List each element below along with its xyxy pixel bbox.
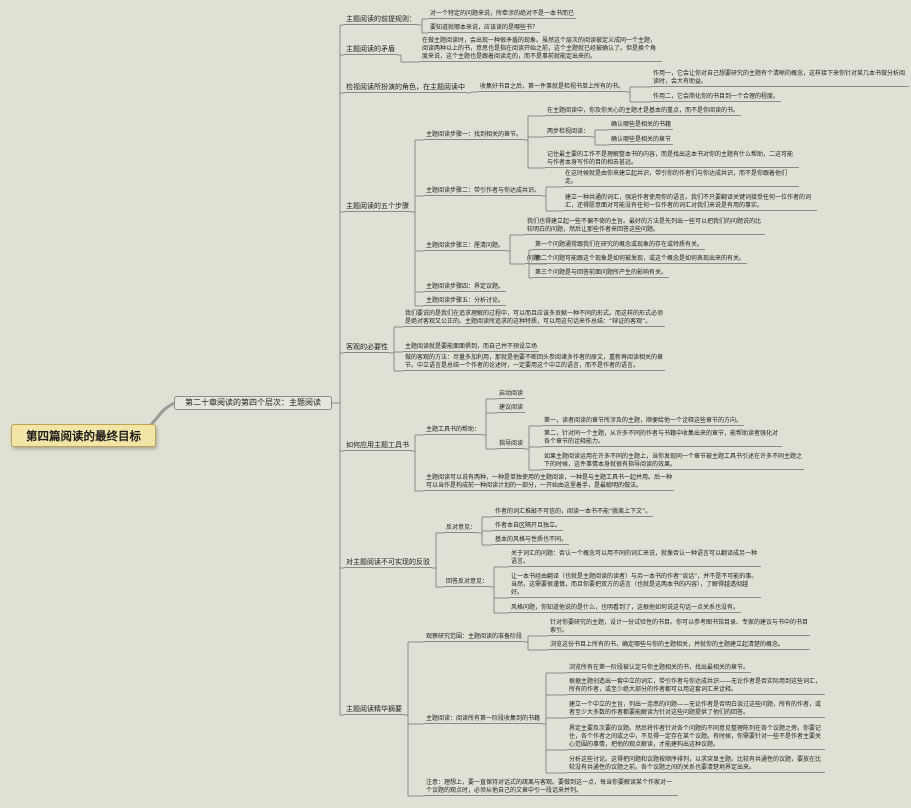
node-g6c2[interactable]: 主题阅读可以说有两种，一种是单独使用的主题阅读，一种是与主题工具书一起并用。后一… <box>424 474 674 491</box>
node-s3b1[interactable]: 第一个问题通常跟我们在研究的概念或现象的存在或特质有关。 <box>533 241 706 250</box>
node-g7c2b[interactable]: 让一本书经由翻译（也就是主题阅读的读者）与另一本书的作者“谈话”，并不是不可能的… <box>509 573 761 598</box>
node-s1[interactable]: 主题阅读步骤一：找到相关的章节。 <box>424 131 525 140</box>
node-g6c1c[interactable]: 指导阅读 <box>497 440 526 449</box>
node-s3a[interactable]: 我们也得建立起一些不偏不倚的主旨。最好的方法是先列出一些可以把我们的问题说的比较… <box>525 218 765 235</box>
node-g7c1c[interactable]: 基本的风格与性质也不同。 <box>493 536 570 545</box>
node-g5c1[interactable]: 我们要说的是我们在追求理解的过程中，可以而且应该多贡献一种不同的形式。而这样的形… <box>403 310 665 327</box>
node-g7c2c[interactable]: 风格问题，你知道他说的是什么，也明看到了，这根他如何说这句话一点关系也没有。 <box>509 604 742 613</box>
node-g3c1[interactable]: 收集好书目之后，第一件事就是检视书单上所有的书。 <box>478 83 627 92</box>
root-connector <box>148 401 175 427</box>
branch-g1[interactable]: 主题阅读的前提规则： <box>344 15 418 25</box>
node-g1c2[interactable]: 要知道就哪本来说，应该读的是哪些书？ <box>428 24 541 33</box>
node-s3b3[interactable]: 第三个问题是与回答前面问题所产生的影响有关。 <box>533 269 670 278</box>
node-g6c1b[interactable]: 建议阅读 <box>497 404 526 413</box>
node-g8c2e[interactable]: 分析这些讨论。这得把问题和议题按顺序排列，以求突显主题。比较有共通性的议题，要放… <box>567 756 825 773</box>
node-g6c1c3[interactable]: 如果主题阅读运用在许多不同的主题上，当你发现同一个章节被主题工具书引述在许多不同… <box>542 453 804 470</box>
branch-g2[interactable]: 主题阅读的矛盾 <box>344 45 397 55</box>
node-g8c2[interactable]: 主题阅读：阅读所有第一阶段收集到的书籍 <box>424 715 543 724</box>
chapter-topic[interactable]: 第二十章阅读的第四个层次：主题阅读 <box>174 396 332 410</box>
branch-g5[interactable]: 客观的必要性 <box>344 343 390 353</box>
node-g8c2a[interactable]: 浏览所有在第一阶段被认定与你主题相关的书，找出最相关的章节。 <box>567 664 752 673</box>
branch-g7[interactable]: 对主题阅读不可实现的反驳 <box>344 558 432 568</box>
node-s2[interactable]: 主题阅读步骤二：带引作者与你达成共识。 <box>424 187 543 196</box>
node-s3b2[interactable]: 第二个问题可能跟这个现象是如何被发现，或这个概念是如何表现出来的有关。 <box>533 255 748 264</box>
node-s3[interactable]: 主题阅读步骤三：厘清问题。 <box>424 242 507 251</box>
node-s2b[interactable]: 建立一种共通的词汇，强迫作者使用你的语言。我们不只要翻译关键词接受任何一位作者的… <box>563 194 817 211</box>
node-g3c1a[interactable]: 作用一，它会让你对自己想要研究的主题有个清晰的概念，这样接下来你针对某几本书做分… <box>651 70 909 87</box>
branch-g4[interactable]: 主题阅读的五个步骤 <box>344 202 411 212</box>
branch-g8[interactable]: 主题阅读精华摘要 <box>344 705 404 715</box>
node-g6c1[interactable]: 主题工具书的帮助： <box>424 426 483 435</box>
node-s4[interactable]: 主题阅读步骤四：界定议题。 <box>424 283 507 292</box>
node-g6c1c1[interactable]: 第一，读者阅读的章节所涉及的主题，顺便给他一个诠释这些章节的方向。 <box>542 417 745 426</box>
node-g5c3[interactable]: 做的客观的方法：尽量多加利用，那就是他要不断回头参阅诸多作者的原文，重新再阅读相… <box>403 354 665 371</box>
node-g8c3[interactable]: 注意：理想上，要一直保持对话式的疏离与客观。要做到这一点，每当你要解读某个作家对… <box>424 779 678 796</box>
node-g2c1[interactable]: 在做主题阅读时，会出现一种很矛盾的现象。虽然这个层次的阅读被定义成同一个主题，阅… <box>420 37 662 62</box>
node-g8c2c[interactable]: 建立一个中立的主旨，列出一连串的问题——无论作者是否明白谈过这些问题，所有的作者… <box>567 701 825 718</box>
node-g7c1[interactable]: 反对意见： <box>444 524 479 533</box>
root-topic[interactable]: 第四篇阅读的最终目标 <box>11 424 156 447</box>
node-s1b1[interactable]: 确认哪些是相关的书籍 <box>609 121 674 130</box>
node-s2a[interactable]: 在这时候就是由你来建立起共识，带引你的作者们与你达成共识，而不是你跟着他们走。 <box>563 170 799 187</box>
node-s1c[interactable]: 记住最主要的工作不是理解整本书的内容，而是找出这本书对你的主题有什么帮助，二这可… <box>545 151 799 168</box>
node-s1b[interactable]: 两步检视阅读： <box>545 128 592 137</box>
node-s5[interactable]: 主题阅读步骤五：分析讨论。 <box>424 297 507 306</box>
branch-g6[interactable]: 如何应用主题工具书 <box>344 441 411 451</box>
node-g7c2a[interactable]: 关于词汇的问题：否认一个概念可以用不同的词汇来说，就像否认一种语言可以翻译成另一… <box>509 550 761 567</box>
node-g8c2d[interactable]: 界定主要及次要的议题。然后将作者针对各个问题的不同意见整理陈列在各个议题之旁。你… <box>567 725 825 750</box>
node-g3c1b[interactable]: 作用二，它会简化你的书目到一个合理的程度。 <box>651 93 782 102</box>
node-g7c2[interactable]: 回答反对意见： <box>444 578 491 587</box>
branch-g3[interactable]: 检视阅读所扮演的角色，在主题阅读中 <box>344 83 467 93</box>
node-g8c1a[interactable]: 针对你要研究的主题，设计一份试验性的书目。你可以参考图书馆目录、专家的建议与书中… <box>548 619 810 636</box>
node-g6c1c2[interactable]: 第二，针对同一个主题，从许多不同的作者与书籍中收集出来的章节，能帮助读者强化对各… <box>542 430 782 447</box>
node-s1a[interactable]: 在主题阅读中，你及你关心的主题才是基本的重点，而不是你阅读的书。 <box>545 107 742 116</box>
node-g8c1[interactable]: 观察研究范围：主题阅读的准备阶段 <box>424 633 525 642</box>
node-g1c1[interactable]: 对一个特定的问题来说，所牵涉的绝对不是一本书而已 <box>428 10 577 19</box>
node-g7c1a[interactable]: 作者的词汇推敲不可信的，阅读一本书不能“脱离上下文”。 <box>493 508 654 517</box>
node-g7c1b[interactable]: 作者本自区隔开且独立。 <box>493 522 564 531</box>
node-g6c1a[interactable]: 启动阅读 <box>497 390 526 399</box>
node-g5c2[interactable]: 主题阅读就是要能面面俱到，而自己并不预设立场 <box>403 343 540 352</box>
node-s1b2[interactable]: 确认哪些是相关的章节 <box>609 136 674 145</box>
node-g8c1b[interactable]: 浏览这份书目上所有的书，确定哪些与你的主题相关，并就你的主题建立起清楚的概念。 <box>548 641 810 650</box>
node-g8c2b[interactable]: 根据主题创造出一套中立的词汇，带引作者与你达成共识——无论作者是否实际用到这些词… <box>567 678 825 695</box>
